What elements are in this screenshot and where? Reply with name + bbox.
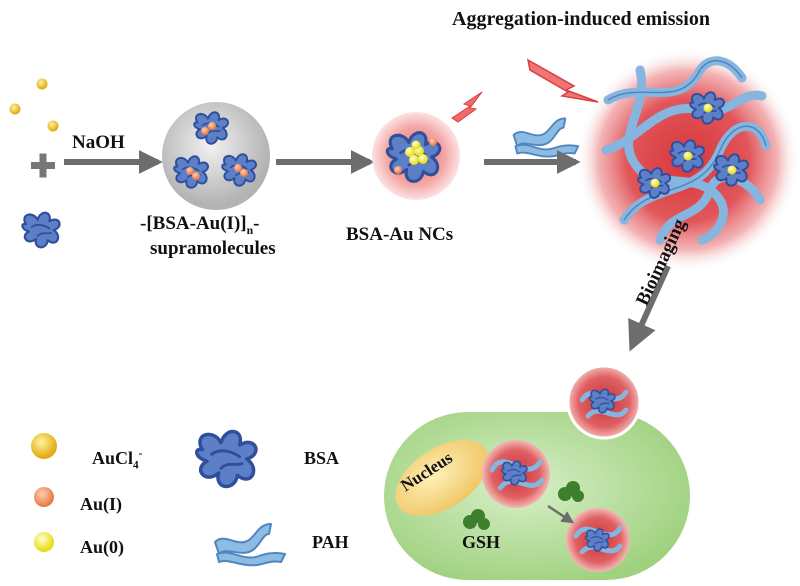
legend-aucl4-superscript: - [138, 448, 143, 460]
reactant-aucl4-particles [9, 78, 59, 132]
gsh-cluster [463, 481, 584, 530]
aucl4-particle [36, 78, 48, 90]
naoh-label: NaOH [72, 132, 125, 153]
legend-pah-icon [213, 522, 287, 567]
aie-aggregate [576, 48, 800, 272]
legend-bsa-label: BSA [304, 448, 340, 468]
nucleus [395, 440, 489, 516]
supramolecule-formula: -[BSA-Au(I)]n- [140, 213, 259, 238]
reactant-bsa-icon [21, 211, 61, 249]
emission-bolt-large-icon [526, 58, 599, 103]
legend-aucl4-subscript: 4 [133, 459, 139, 472]
legend-au0-icon [34, 532, 54, 552]
supramolecule-formula-subscript: n [246, 223, 254, 237]
legend-pah-label: PAH [312, 532, 349, 552]
legend-aucl4-label: AuCl4- [92, 448, 142, 472]
cell [384, 412, 690, 580]
gsh-label: GSH [462, 532, 501, 552]
plus-sign [31, 153, 55, 178]
aie-title: Aggregation-induced emission [452, 8, 710, 30]
supramolecule-formula-main: -[BSA-Au(I)] [140, 213, 247, 234]
arrow-gsh-release [547, 504, 575, 524]
arrow-bioimaging [628, 264, 671, 352]
aucl4-particle [9, 103, 21, 115]
supramolecule-label: supramolecules [150, 238, 276, 259]
legend-aucl4-main: AuCl [92, 448, 134, 468]
legend-bsa-icon [197, 432, 256, 487]
nanocluster-label: BSA-Au NCs [346, 224, 454, 245]
emission-bolt-small-icon [451, 91, 483, 123]
supramolecule-sphere [162, 102, 270, 210]
bsa-au-nanocluster [372, 112, 460, 200]
pah-addition-icon [512, 117, 580, 158]
legend-au1-label: Au(I) [80, 494, 123, 514]
legend-au0-label: Au(0) [80, 537, 124, 557]
legend-au1-icon [34, 487, 54, 507]
aucl4-particle [47, 120, 59, 132]
legend-aucl4-icon [31, 433, 57, 459]
cell-surface-nanoparticle [566, 364, 642, 440]
released-nanoparticle [566, 508, 630, 572]
supramolecule-formula-tail: - [253, 213, 260, 234]
internalized-nanoparticle [482, 440, 550, 508]
